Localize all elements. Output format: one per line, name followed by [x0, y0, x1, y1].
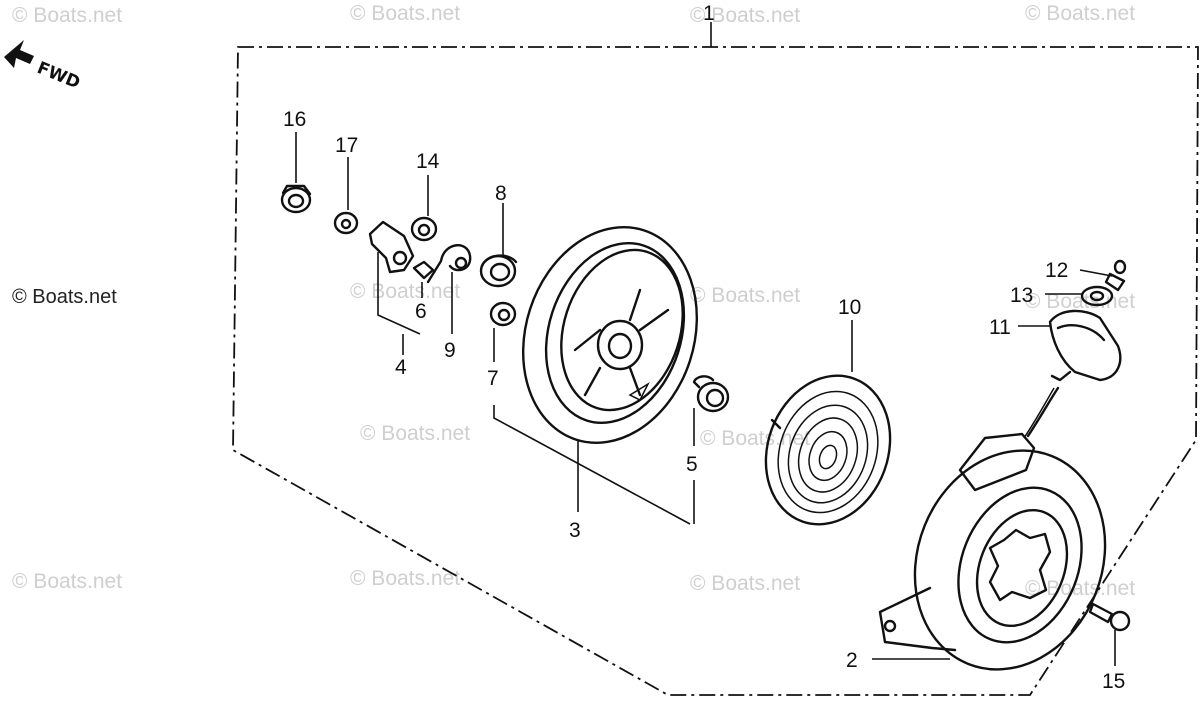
watermark: © Boats.net [690, 572, 800, 595]
callout-1: 1 [703, 2, 715, 25]
watermark: © Boats.net [350, 567, 460, 590]
callout-2: 2 [846, 649, 858, 672]
part-9-spring [426, 244, 472, 284]
watermark: © Boats.net [690, 4, 800, 27]
watermark: © Boats.net [1025, 577, 1135, 600]
callout-3: 3 [569, 519, 581, 542]
callout-4: 4 [395, 356, 407, 379]
part-17-washer [333, 211, 359, 235]
callout-13: 13 [1010, 284, 1033, 307]
callout-12: 12 [1045, 259, 1068, 282]
callout-6: 6 [415, 300, 427, 323]
watermark-layer: © Boats.net © Boats.net © Boats.net © Bo… [12, 2, 1135, 600]
watermark: © Boats.net [12, 4, 122, 27]
part-7-collar [489, 301, 517, 327]
callout-15: 15 [1102, 670, 1125, 693]
part-4-ratchet [368, 220, 415, 274]
callout-16: 16 [283, 108, 306, 131]
watermark: © Boats.net [360, 422, 470, 445]
part-8-roller [479, 254, 518, 288]
part-14-collar [410, 216, 438, 242]
fwd-label: FWD [34, 58, 83, 93]
callout-5: 5 [686, 453, 698, 476]
part-2-starter-case [878, 432, 1107, 671]
callout-10: 10 [838, 296, 861, 319]
callout-17: 17 [335, 134, 358, 157]
watermark: © Boats.net [350, 2, 460, 25]
forward-arrow-icon: FWD [4, 40, 83, 93]
part-12-screw [1104, 259, 1127, 292]
part-11-grip [1048, 309, 1122, 382]
part-3-reel [521, 226, 699, 444]
part-16-cap-nut [280, 184, 312, 214]
watermark: © Boats.net [1025, 290, 1135, 313]
copyright-label: © Boats.net [12, 286, 117, 308]
callout-labels: 1 2 3 4 5 6 7 8 9 10 11 12 13 14 15 16 1… [283, 2, 1125, 693]
part-15-bolt [1088, 602, 1131, 632]
starter-rope [1026, 386, 1060, 438]
callout-7: 7 [487, 367, 499, 390]
watermark: © Boats.net [350, 280, 460, 303]
watermark: © Boats.net [690, 284, 800, 307]
part-6-pin [412, 260, 435, 280]
watermark: © Boats.net [1025, 2, 1135, 25]
part-13-washer [1080, 285, 1114, 307]
watermark: © Boats.net [12, 570, 122, 593]
assembly-boundary [232, 46, 1199, 696]
part-5-bushing [692, 375, 730, 413]
callout-9: 9 [444, 339, 456, 362]
watermark: © Boats.net [700, 427, 810, 450]
callout-11: 11 [989, 316, 1011, 339]
callout-14: 14 [416, 150, 440, 173]
callout-8: 8 [495, 182, 507, 205]
part-10-spring [764, 374, 892, 526]
